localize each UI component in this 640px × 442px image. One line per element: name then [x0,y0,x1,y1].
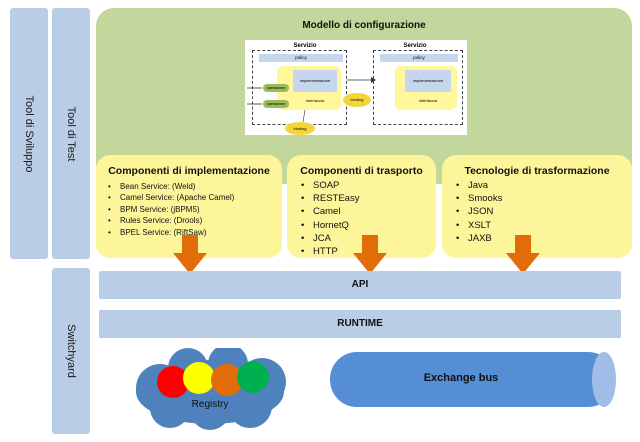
policy-bar-left: policy [259,54,343,62]
transport-components-list: SOAP RESTEasy Camel HornetQ JCA HTTP [301,179,359,258]
list-item: HornetQ [301,219,359,232]
interface-label-left: interfaccia [305,98,325,103]
transformation-technologies-list: Java Smooks JSON XSLT JAXB [456,179,502,245]
exchange-bus-label: Exchange bus [423,372,499,384]
list-item: Camel Service: (Apache Camel) [108,192,234,203]
list-item: RESTEasy [301,192,359,205]
exchange-bus-end-cap [592,352,616,407]
dev-tools-bar: Tool di Sviluppo [10,8,48,259]
service-label-right: Servizio [403,43,427,49]
orange-dot [211,364,243,396]
implementation-box-right: implementazione [405,70,451,92]
list-item: HTTP [301,245,359,258]
connector-arrowhead [371,77,376,83]
list-item: JCA [301,232,359,245]
switchyard-label: Switchyard [65,324,77,378]
transport-components-title: Componenti di trasporto [300,165,423,177]
implementation-box-left: implementazione [293,70,337,92]
test-tools-label: Tool di Test [65,106,77,161]
down-arrow-icon [173,235,207,274]
transport-components-box: Componenti di trasporto SOAP RESTEasy Ca… [287,155,436,258]
list-item: Smooks [456,192,502,205]
registry-cloud [136,348,286,430]
diagram-connectors [247,77,376,123]
list-item: BPM Service: (jBPM5) [108,204,234,215]
transformation-technologies-title: Tecnologie di trasformazione [464,165,610,177]
binding-cloud-center: binding [343,93,371,107]
connector-line [302,109,306,123]
list-item: Bean Service: (Weld) [108,181,234,192]
down-arrow-icon [353,235,387,274]
list-item: Camel [301,205,359,218]
red-dot [157,366,189,398]
binding-cloud-bottom: binding [285,122,315,135]
list-item: JSON [456,205,502,218]
operation-pill-2: operazione [263,100,289,108]
implementation-components-list: Bean Service: (Weld) Camel Service: (Apa… [108,181,234,238]
down-arrow-icon [506,235,540,274]
list-item: Java [456,179,502,192]
dev-tools-label: Tool di Sviluppo [23,94,35,173]
configuration-model-title: Modello di configurazione [302,20,426,31]
implementation-components-title: Componenti di implementazione [108,165,270,177]
transformation-technologies-box: Tecnologie di trasformazione Java Smooks… [442,155,632,258]
yellow-dot [183,362,215,394]
runtime-layer: RUNTIME [99,310,621,338]
interface-label-right: interfaccia [418,98,438,103]
list-item: XSLT [456,219,502,232]
list-item: BPEL Service: (RiftSaw) [108,227,234,238]
api-layer: API [99,271,621,299]
operation-pill-1: operazione [263,84,289,92]
list-item: SOAP [301,179,359,192]
list-item: Rules Service: (Drools) [108,215,234,226]
registry-label: Registry [191,399,229,410]
policy-bar-right: policy [380,54,458,62]
list-item: JAXB [456,232,502,245]
green-dot [237,361,269,393]
service-label-left: Servizio [293,43,317,49]
exchange-bus [330,352,615,407]
test-tools-bar: Tool di Test [52,8,90,259]
switchyard-bar: Switchyard [52,268,90,434]
service-box-right [373,50,463,125]
configuration-model-diagram: Servizio Servizio policy policy implemen… [245,40,467,135]
